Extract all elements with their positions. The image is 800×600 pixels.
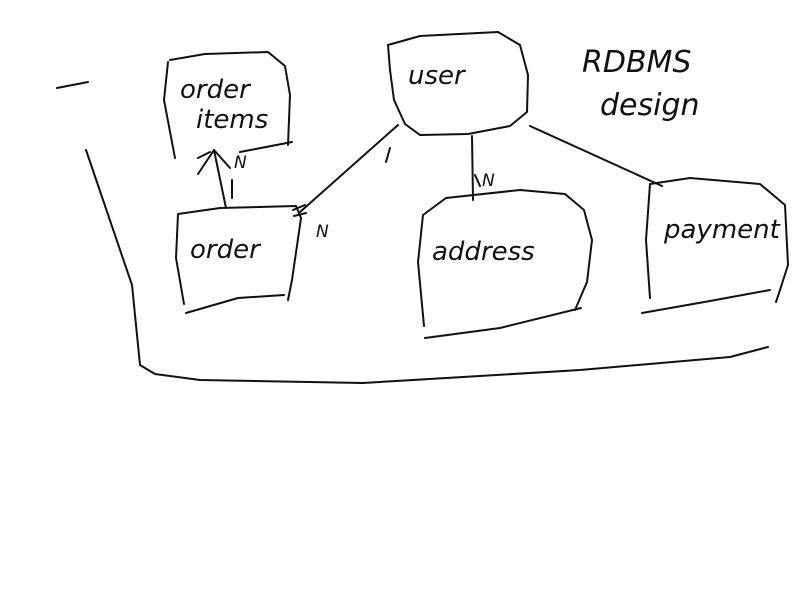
relationship-user-order: N <box>292 124 399 242</box>
relationship-user-address-line <box>471 135 481 201</box>
title-line-1: RDBMS <box>582 45 691 80</box>
entity-order-items-label-2: items <box>196 105 268 135</box>
relationship-user-payment-line <box>529 125 663 187</box>
entity-order-items: order items <box>163 51 293 159</box>
entity-address: address <box>417 189 593 339</box>
entity-address-label: address <box>432 237 535 267</box>
relationship-user-address: N <box>471 135 495 201</box>
relationship-order-order-items-many: N <box>234 153 247 173</box>
entity-order-label: order <box>190 235 262 265</box>
relationship-user-address-many: N <box>482 171 495 191</box>
entity-user-box <box>387 31 529 136</box>
entity-user-label: user <box>408 61 467 91</box>
entity-order-items-label-1: order <box>180 75 252 105</box>
diagram-title: RDBMS design <box>582 45 700 123</box>
outer-connector-line <box>56 81 769 384</box>
title-line-2: design <box>600 88 700 123</box>
entity-order-items-box <box>163 51 293 159</box>
entity-address-box <box>417 189 593 339</box>
entity-payment-box <box>641 177 789 314</box>
relationship-user-order-line <box>299 124 399 213</box>
entity-order: order <box>175 205 302 314</box>
entity-user: user <box>387 31 529 136</box>
relationship-order-order-items-line <box>197 149 233 209</box>
entity-order-box <box>175 205 302 314</box>
relationship-order-order-items: N <box>197 149 247 209</box>
relationship-user-payment <box>529 125 663 187</box>
entity-payment-label: payment <box>663 215 781 245</box>
entity-payment: payment <box>641 177 789 314</box>
relationship-user-order-cardinality-mark <box>292 204 307 217</box>
relationship-user-order-many: N <box>316 222 329 242</box>
